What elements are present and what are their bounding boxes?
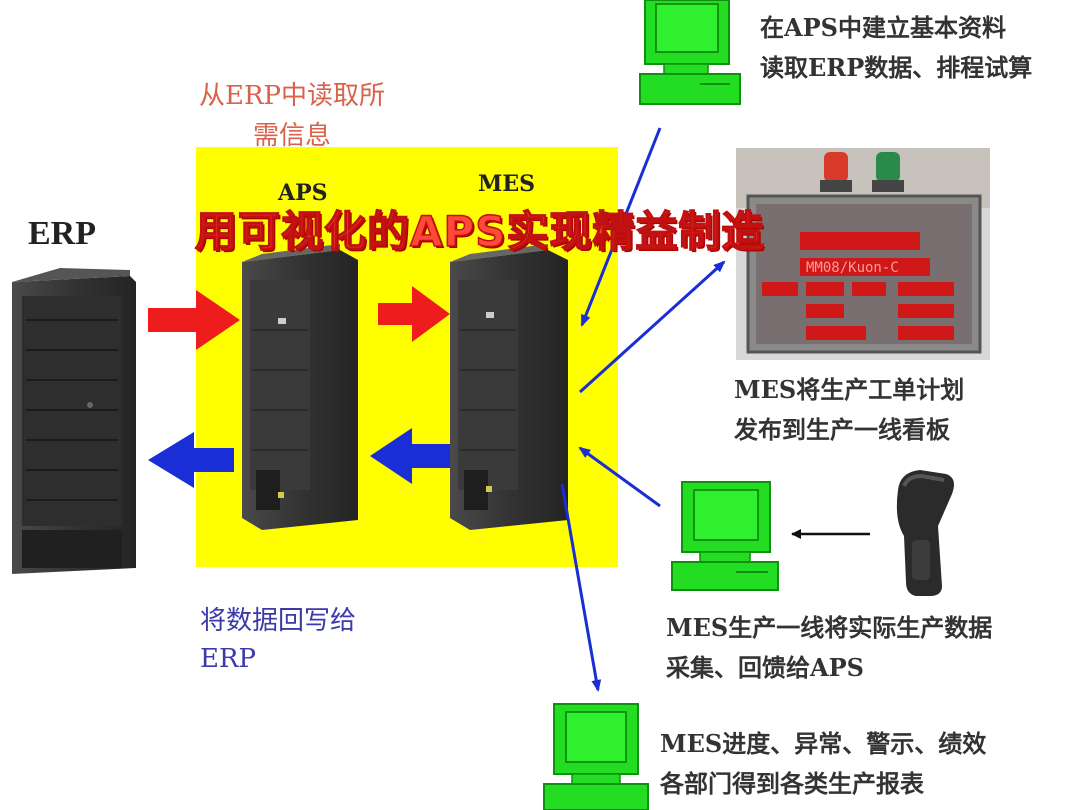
board-publish-line-1: MES将生产工单计划 — [734, 375, 965, 404]
aps-server-icon — [242, 244, 358, 530]
blue-arrow-aps-to-erp — [148, 432, 234, 488]
write-back-line-2: ERP — [200, 644, 257, 674]
arrow-mes-to-board — [578, 260, 726, 394]
aps-setup-line-1: 在APS中建立基本资料 — [760, 13, 1006, 42]
progress-report-note: MES进度、异常、警示、绩效 各部门得到各类生产报表 — [660, 724, 986, 804]
aps-setup-line-2: 读取ERP数据、排程试算 — [760, 53, 1033, 82]
write-back-note: 将数据回写给 ERP — [200, 602, 356, 678]
arrow-aps-workstation-to-mes — [580, 127, 662, 327]
aps-label: APS — [278, 180, 328, 206]
read-from-erp-line-1: 从ERP中读取所 — [198, 81, 386, 111]
mes-label: MES — [478, 171, 536, 197]
barcode-scanner-icon — [896, 470, 954, 596]
mes-server-icon — [450, 244, 568, 530]
progress-report-line-1: MES进度、异常、警示、绩效 — [660, 729, 987, 758]
blue-arrow-mes-to-aps — [370, 428, 450, 484]
computer-icon-aps-workstation — [639, 0, 741, 105]
computer-icon-report-pc — [543, 703, 649, 810]
aps-setup-note: 在APS中建立基本资料 读取ERP数据、排程试算 — [760, 8, 1032, 88]
read-from-erp-line-2: 需信息 — [252, 121, 331, 151]
slide-title-overlay: 用可视化的APS实现精益制造 — [194, 206, 765, 257]
arrow-mes-to-report-pc — [560, 483, 602, 692]
line-collect-note: MES生产一线将实际生产数据 采集、回馈给APS — [666, 608, 992, 688]
arrow-line-pc-to-mes — [578, 446, 661, 508]
red-arrow-erp-to-aps — [148, 290, 240, 350]
line-collect-line-2: 采集、回馈给APS — [666, 653, 864, 682]
board-publish-line-2: 发布到生产一线看板 — [734, 415, 950, 444]
computer-icon-line-pc — [671, 481, 779, 591]
production-board-icon: MM08/Kuon-C — [736, 148, 990, 360]
red-arrow-aps-to-mes — [378, 286, 450, 342]
board-publish-note: MES将生产工单计划 发布到生产一线看板 — [734, 370, 964, 450]
progress-report-line-2: 各部门得到各类生产报表 — [660, 769, 924, 798]
erp-label: ERP — [28, 215, 96, 252]
read-from-erp-note: 从ERP中读取所 需信息 — [182, 76, 402, 156]
erp-server-icon — [12, 268, 136, 574]
line-collect-line-1: MES生产一线将实际生产数据 — [666, 613, 993, 642]
board-display-text: MM08/Kuon-C — [806, 260, 899, 276]
write-back-line-1: 将数据回写给 — [200, 606, 357, 636]
